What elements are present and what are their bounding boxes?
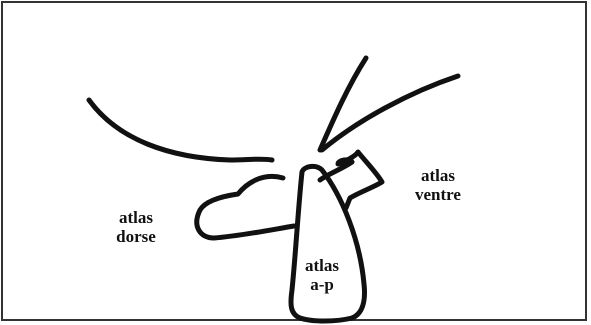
dorsal-curve bbox=[89, 100, 272, 160]
label-atlas-dorse: atlas dorse bbox=[104, 208, 168, 246]
label-atlas-ventre-line2: ventre bbox=[400, 185, 476, 204]
label-atlas-ventre: atlas ventre bbox=[400, 166, 476, 204]
label-atlas-dorse-line2: dorse bbox=[104, 227, 168, 246]
ventral-stroke-lower bbox=[322, 76, 458, 150]
label-atlas-ventre-line1: atlas bbox=[400, 166, 476, 185]
label-atlas-ap-line1: atlas bbox=[296, 256, 348, 275]
atlas-dorse-outline bbox=[197, 176, 294, 238]
label-atlas-dorse-line1: atlas bbox=[104, 208, 168, 227]
atlas-ap-outline bbox=[291, 166, 365, 321]
label-atlas-ap: atlas a-p bbox=[296, 256, 348, 294]
label-atlas-ap-line2: a-p bbox=[296, 275, 348, 294]
